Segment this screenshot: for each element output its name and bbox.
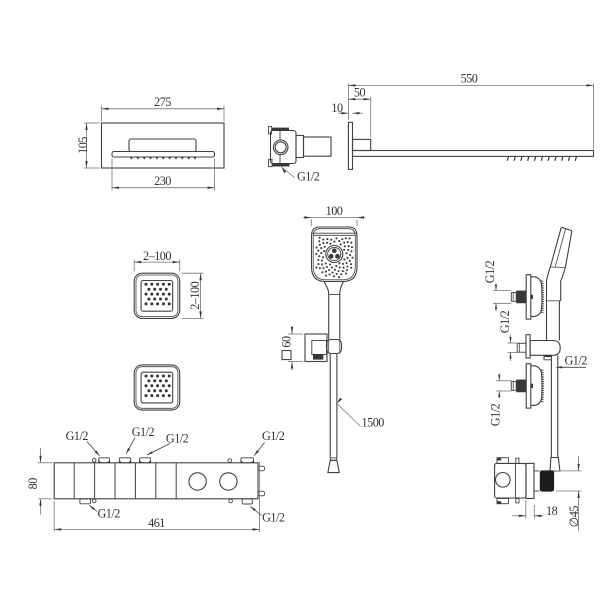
svg-text:461: 461 — [148, 516, 165, 530]
svg-text:100: 100 — [326, 204, 343, 218]
svg-text:2–100: 2–100 — [188, 281, 202, 309]
svg-text:60: 60 — [279, 336, 293, 348]
svg-text:G1/2: G1/2 — [297, 170, 320, 184]
svg-text:50: 50 — [354, 86, 366, 100]
svg-text:G1/2: G1/2 — [262, 429, 285, 443]
svg-text:18: 18 — [546, 504, 558, 518]
svg-text:G1/2: G1/2 — [66, 429, 89, 443]
svg-text:G1/2: G1/2 — [132, 425, 155, 439]
svg-text:1500: 1500 — [362, 416, 385, 430]
svg-text:80: 80 — [26, 478, 40, 490]
svg-text:G1/2: G1/2 — [98, 507, 121, 521]
svg-text:230: 230 — [154, 174, 171, 188]
svg-text:G1/2: G1/2 — [489, 403, 503, 426]
svg-text:105: 105 — [76, 137, 90, 154]
svg-text:G1/2: G1/2 — [262, 511, 285, 525]
svg-text:550: 550 — [461, 72, 478, 86]
svg-text:10: 10 — [331, 101, 343, 115]
svg-text:G1/2: G1/2 — [498, 310, 512, 333]
svg-text:G1/2: G1/2 — [565, 354, 588, 368]
svg-text:G1/2: G1/2 — [483, 260, 497, 283]
svg-text:G1/2: G1/2 — [166, 432, 189, 446]
svg-text:275: 275 — [154, 95, 171, 109]
svg-text:∅45: ∅45 — [567, 506, 581, 528]
svg-text:2–100: 2–100 — [143, 249, 171, 263]
